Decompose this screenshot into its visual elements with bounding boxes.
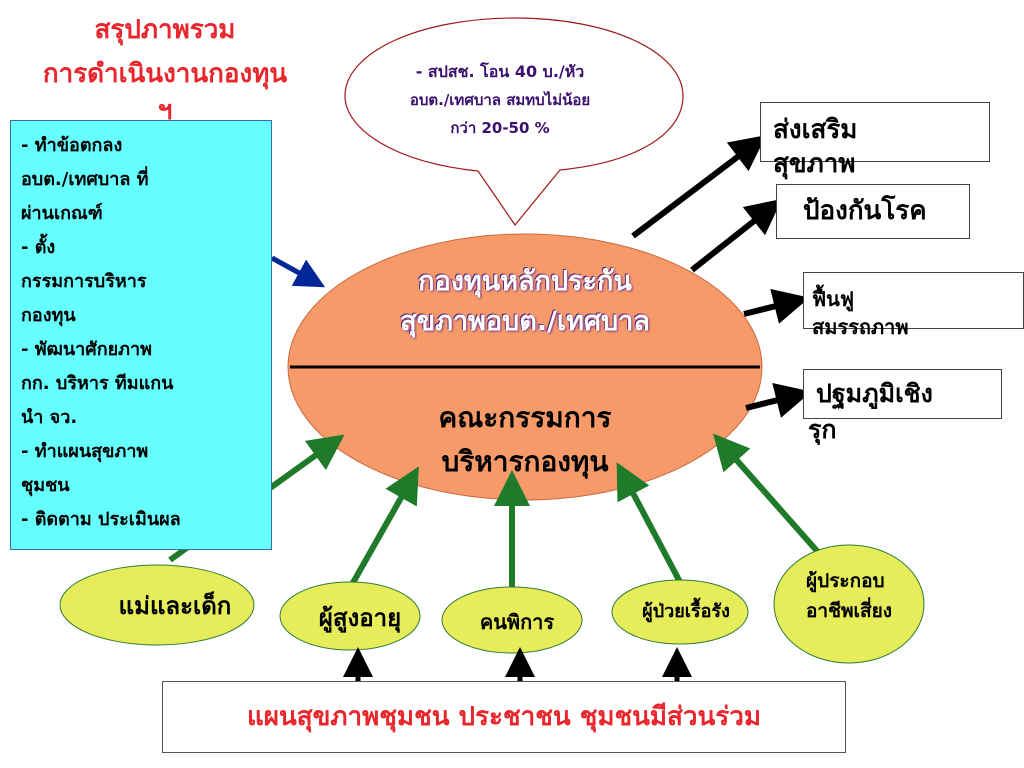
group-label-line: คนพิการ [479,610,555,634]
arrow-from-risky-occupation [713,433,828,562]
fund-name-line-2: สุขภาพอบต./เทศบาล [400,306,650,337]
output-box-promotion: ส่งเสริม สุขภาพ [760,102,990,179]
fund-name-line-1: กองทุนหลักประกัน [418,266,632,297]
output-box-primary-care: ปฐมภูมิเชิง รุก [803,369,1002,444]
activity-line: - พัฒนาศักยภาพ [21,339,152,360]
bubble-line-3: กว่า 20-50 % [450,119,550,137]
arrow-from-left-box [270,255,326,288]
activity-line: - ติดตาม ประเมินผล [21,509,181,530]
arrow-to-promotion [631,135,767,239]
output-line: ป้องกันโรค [803,196,927,226]
group-label-disabled: คนพิการ [450,606,584,638]
group-label-line: ผู้สูงอายุ [318,604,402,632]
title-line-1: สรุปภาพรวม [94,15,236,45]
committee-name: คณะกรรมการ บริหารกองทุน [320,396,730,484]
output-line: รุก [808,415,837,444]
group-label-line: แม่และเด็ก [118,592,232,620]
title-line-2: การดำเนินงานกองทุน [42,59,288,89]
group-label-line: ผู้ป่วยเรื้อรัง [642,601,730,622]
output-box-prevention: ป้องกันโรค [776,184,970,239]
arrow-from-elderly [347,466,419,590]
group-label-line: อาชีพเสี่ยง [806,600,893,622]
output-line: ปฐมภูมิเชิง [816,379,933,408]
activity-line: ผ่านเกณฑ์ [21,203,103,224]
group-label-mother-child: แม่และเด็ก [80,588,270,624]
bubble-line-1: - สปสช. โอน 40 บ./หัว [415,62,585,81]
activity-line: - ทำข้อตกลง [21,135,123,156]
funding-bubble-text: - สปสช. โอน 40 บ./หัว อบต./เทศบาล สมทบไม… [360,58,640,142]
arrow-from-chronic [616,462,683,584]
activity-line: ชุมชน [21,475,70,496]
community-plan-box: แผนสุขภาพชุมชน ประชาชน ชุมชนมีส่วนร่วม [162,681,846,753]
output-line: สุขภาพ [773,149,856,179]
arrow-to-prevention [690,198,783,273]
speech-bubble [344,17,684,226]
activity-line: กรรมการบริหาร [21,271,147,292]
output-line: ฟื้นฟู [812,287,854,311]
group-label-chronic: ผู้ป่วยเรื้อรัง [608,596,764,628]
activity-line: กก. บริหาร ทีมแกน [21,373,174,394]
group-label-elderly: ผู้สูงอายุ [290,600,430,636]
output-line: ส่งเสริม [773,115,858,145]
output-line: สมรรถภาพ [812,315,909,339]
title-line-3: ฯ [157,96,173,126]
group-oval-risky-occupation [773,544,925,664]
activity-line: กองทุน [21,305,76,326]
activity-line: นำ จว. [21,407,78,428]
group-label-risky-occupation: ผู้ประกอบ อาชีพเสี่ยง [806,566,956,626]
page-title: สรุปภาพรวม การดำเนินงานกองทุน ฯ [0,8,330,126]
fund-name: กองทุนหลักประกัน สุขภาพอบต./เทศบาล [300,262,750,342]
group-oval-chronic [611,579,749,645]
activities-box: - ทำข้อตกลง อบต./เทศบาล ที่ ผ่านเกณฑ์ - … [10,120,272,550]
committee-line-2: บริหารกองทุน [441,445,609,478]
arrow-to-rehabilitation [743,288,810,324]
group-oval-mother-child [59,564,255,646]
activity-line: - ตั้ง [21,237,56,258]
group-label-line: ผู้ประกอบ [806,570,885,592]
bubble-line-2: อบต./เทศบาล สมทบไม่น้อย [409,91,591,109]
committee-line-1: คณะกรรมการ [438,401,612,434]
activity-line: อบต./เทศบาล ที่ [21,169,149,190]
arrow-to-primary-care [745,382,812,418]
activity-line: - ทำแผนสุขภาพ [21,441,149,462]
output-box-rehabilitation: ฟื้นฟู สมรรถภาพ [803,272,1024,339]
